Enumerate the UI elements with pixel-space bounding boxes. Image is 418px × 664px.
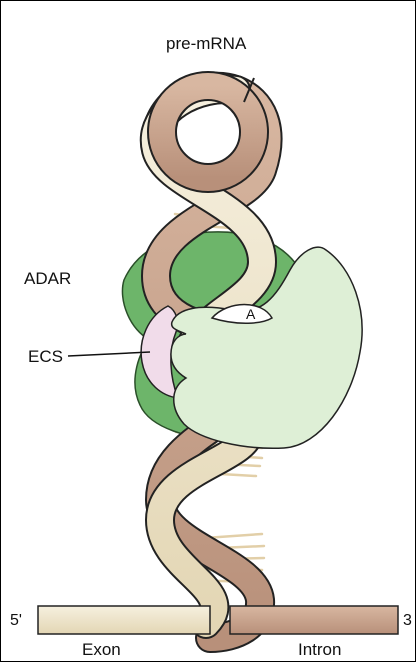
- exon-label: Exon: [82, 640, 121, 659]
- adar-label: ADAR: [24, 269, 71, 288]
- intron-label: Intron: [298, 640, 341, 659]
- adenosine-label: A: [246, 306, 256, 322]
- pre-mrna-label: pre-mRNA: [166, 34, 247, 53]
- ecs-label: ECS: [28, 347, 63, 366]
- five-prime-label: 5': [10, 612, 22, 629]
- exon-bar: [38, 606, 210, 634]
- ecs-pointer-line: [68, 352, 150, 356]
- three-prime-label: 3: [403, 612, 412, 629]
- intron-bar: [230, 606, 398, 634]
